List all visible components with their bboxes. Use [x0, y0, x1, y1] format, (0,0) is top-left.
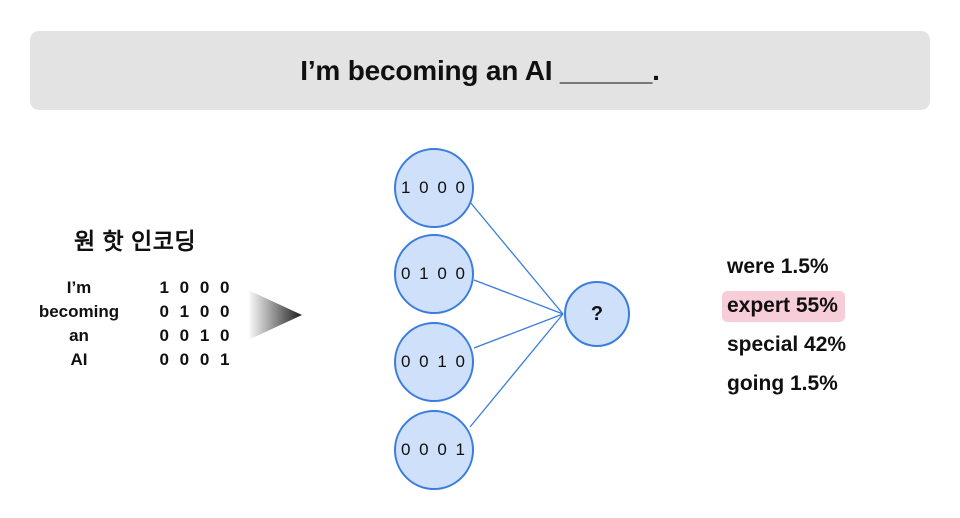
prediction-label-highlighted: expert 55%: [722, 291, 845, 322]
prediction-label: going 1.5%: [727, 372, 838, 395]
page-title: I’m becoming an AI ______.: [300, 54, 660, 86]
right-triangle-gradient-icon: [248, 290, 302, 340]
table-row: I’m 1 0 0 0: [18, 276, 252, 300]
one-hot-encoding-block: 원 핫 인코딩 I’m 1 0 0 0 becoming 0 1 0 0 an …: [18, 222, 252, 372]
network-diagram: 1 0 0 0 0 1 0 0 0 0 1 0 0 0 0 1 ?: [380, 140, 650, 500]
prediction-list: were 1.5% expert 55% special 42% going 1…: [722, 248, 853, 404]
code-cell: 0 1 0 0: [159, 302, 233, 321]
word-cell: becoming: [38, 302, 120, 321]
edge-3: [473, 313, 564, 349]
word-cell: AI: [70, 350, 88, 369]
input-node-4[interactable]: 0 0 0 1: [394, 410, 474, 490]
list-item[interactable]: were 1.5%: [722, 248, 853, 287]
code-cell: 0 0 1 0: [159, 326, 233, 345]
code-cell: 1 0 0 0: [159, 278, 233, 297]
one-hot-encoding-table: I’m 1 0 0 0 becoming 0 1 0 0 an 0 0 1 0 …: [18, 276, 252, 372]
table-row: becoming 0 1 0 0: [18, 300, 252, 324]
code-cell: 0 0 0 1: [159, 350, 233, 369]
list-item[interactable]: going 1.5%: [722, 365, 853, 404]
table-row: AI 0 0 0 1: [18, 348, 252, 372]
output-node-prediction[interactable]: ?: [564, 281, 630, 347]
list-item[interactable]: expert 55%: [722, 287, 853, 326]
edge-1: [469, 201, 564, 315]
edge-2: [473, 279, 564, 315]
title-banner: I’m becoming an AI ______.: [30, 31, 930, 110]
prediction-label: were 1.5%: [727, 255, 829, 278]
table-row: an 0 0 1 0: [18, 324, 252, 348]
input-node-3[interactable]: 0 0 1 0: [394, 322, 474, 402]
input-node-2[interactable]: 0 1 0 0: [394, 234, 474, 314]
word-cell: I’m: [66, 278, 92, 297]
edge-4: [469, 313, 564, 428]
network-edges: [469, 201, 564, 428]
list-item[interactable]: special 42%: [722, 326, 853, 365]
one-hot-encoding-heading: 원 핫 인코딩: [73, 228, 197, 254]
word-cell: an: [69, 326, 89, 345]
input-node-1[interactable]: 1 0 0 0: [394, 148, 474, 228]
prediction-label: special 42%: [727, 333, 847, 356]
